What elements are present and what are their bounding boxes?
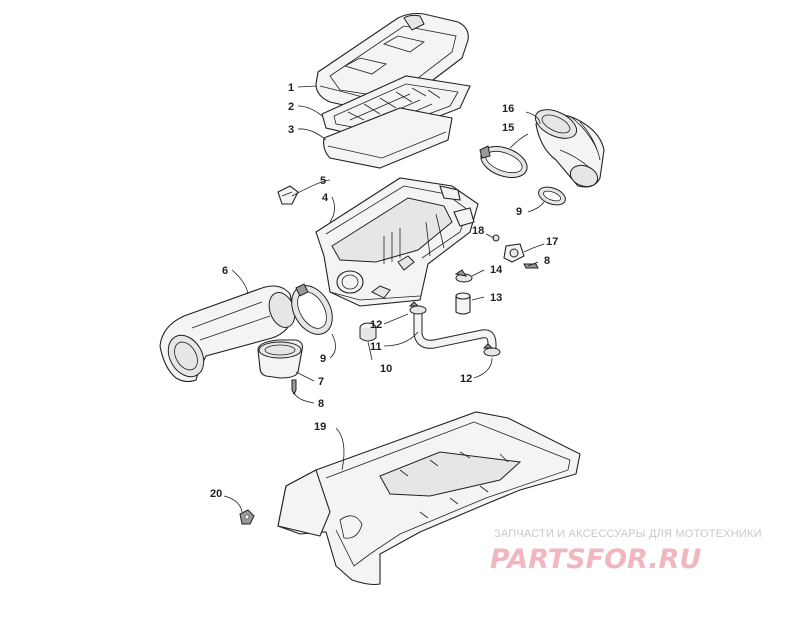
callout-19: 19 [314, 421, 326, 433]
sensor [503, 243, 525, 263]
clip-part-5 [277, 185, 299, 205]
callout-4: 4 [322, 192, 329, 204]
screw-lower [291, 379, 297, 396]
callout-18: 18 [472, 225, 484, 237]
callout-20: 20 [210, 488, 222, 500]
small-clamp-lower [482, 343, 501, 357]
callout-5: 5 [320, 175, 326, 187]
callout-15: 15 [502, 122, 514, 134]
callout-2: 2 [288, 101, 294, 113]
large-clamp [479, 145, 528, 179]
grommet [359, 322, 377, 342]
callout-labels: 1 2 3 4 5 6 7 8 8 9 9 10 11 12 12 13 14 … [210, 82, 558, 500]
duct-cap [257, 339, 303, 379]
callout-12-lower: 12 [460, 373, 472, 385]
callout-7: 7 [318, 376, 324, 388]
drain-hose [413, 309, 497, 355]
callout-13: 13 [490, 292, 502, 304]
callout-9-right: 9 [516, 206, 522, 218]
intake-boot [534, 109, 605, 188]
watermark: ЗАПЧАСТИ И АКСЕССУАРЫ ДЛЯ МОТОТЕХНИКИ PA… [490, 528, 762, 575]
callout-8-lower: 8 [318, 398, 324, 410]
callout-14: 14 [490, 264, 503, 276]
callout-12-upper: 12 [370, 319, 382, 331]
callout-6: 6 [222, 265, 228, 277]
callout-9-left: 9 [320, 353, 326, 365]
callout-11: 11 [370, 341, 382, 353]
seal [492, 234, 500, 242]
callout-8-right: 8 [544, 255, 550, 267]
nut [239, 509, 255, 525]
callout-10: 10 [380, 363, 392, 375]
airbox-cover [315, 12, 469, 114]
callout-3: 3 [288, 124, 294, 136]
clamp-part-14 [454, 269, 473, 283]
airbox-housing [315, 177, 479, 307]
watermark-caption: ЗАПЧАСТИ И АКСЕССУАРЫ ДЛЯ МОТОТЕХНИКИ [494, 528, 762, 540]
callout-16: 16 [502, 103, 514, 115]
callout-1: 1 [288, 82, 294, 94]
hose-clamp-left [291, 283, 333, 335]
filter-pad [323, 107, 453, 169]
hose-clamp-right [538, 186, 566, 206]
watermark-logo: PARTSFOR.RU [490, 544, 701, 575]
small-clamp-upper [408, 301, 427, 315]
leader-lines [223, 85, 545, 513]
intake-duct [159, 285, 296, 383]
skid-plate [277, 411, 581, 586]
callout-17: 17 [546, 236, 558, 248]
check-valve [455, 292, 471, 315]
